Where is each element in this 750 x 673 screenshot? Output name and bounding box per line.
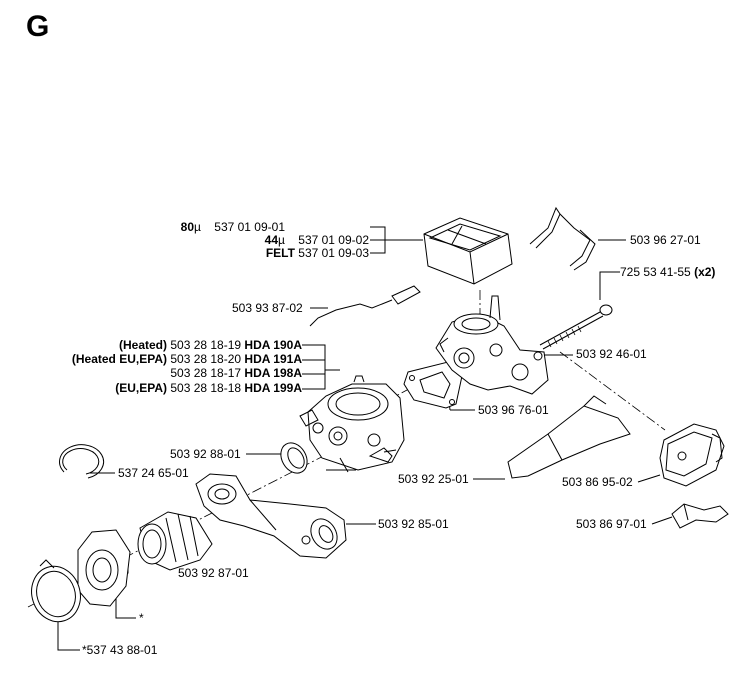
callout-bolt-number: 725 53 41-55 [620, 265, 691, 279]
circlip [59, 444, 105, 479]
section-letter: G [26, 10, 50, 43]
callout-filter-felt-prefix: FELT [265, 246, 295, 260]
callout-carb-heated-eu-variant: (Heated EU,EPA) [71, 352, 167, 366]
callout-asterisk: * [139, 611, 144, 625]
carburetor-adapter [435, 295, 549, 395]
callout-filter-44-number: 537 01 09-02 [298, 233, 369, 247]
intake-manifold [195, 473, 347, 559]
callout-carb-plain: 503 28 18-17 HDA 198A [170, 367, 302, 380]
callout-carb-eu-model: HDA 199A [244, 381, 302, 395]
callout-boot: 503 92 87-01 [178, 566, 249, 580]
intake-boot [137, 511, 213, 571]
callout-carb-heated-number: 503 28 18-19 [170, 338, 242, 352]
spring-clip [671, 503, 729, 529]
boot-flange [77, 529, 131, 607]
callout-spring-clip: 503 86 97-01 [576, 517, 647, 531]
callout-filter-felt: FELT 537 01 09-03 [266, 247, 369, 260]
callout-filter-80-number: 537 01 09-01 [214, 220, 285, 234]
callout-circlip: 537 24 65-01 [118, 466, 189, 480]
callout-filter-44: 44µ 537 01 09-02 [265, 234, 369, 247]
seal-ring [280, 442, 308, 474]
callout-choke-rod: 503 92 25-01 [398, 472, 469, 486]
callout-carb-heated: (Heated) 503 28 18-19 HDA 190A [119, 339, 302, 352]
callout-carb-heated-eu-model: HDA 191A [244, 352, 302, 366]
carburetor [299, 375, 405, 473]
choke-rod [507, 395, 631, 479]
callout-gasket: 503 96 76-01 [478, 403, 549, 417]
air-filter [423, 217, 513, 285]
callout-carb-eu-number: 503 28 18-18 [170, 381, 242, 395]
callout-carb-eu: (EU,EPA) 503 28 18-18 HDA 199A [115, 382, 302, 395]
callout-carb-eu-variant: (EU,EPA) [115, 381, 167, 395]
callout-filter-44-prefix: 44 [264, 233, 278, 247]
callout-carb-heated-eu: (Heated EU,EPA) 503 28 18-20 HDA 191A [72, 353, 302, 366]
callout-filter-felt-number: 537 01 09-03 [298, 246, 369, 260]
callout-filter-44-unit: µ [278, 233, 285, 247]
callout-carb-heated-eu-number: 503 28 18-20 [170, 352, 242, 366]
callout-cover-plate: 503 86 95-02 [562, 475, 633, 489]
cover-plate [659, 423, 725, 487]
callout-spacer: 503 92 46-01 [576, 347, 647, 361]
callout-filter-80: 80µ 537 01 09-01 [181, 221, 285, 234]
wire-clip [529, 206, 596, 271]
callout-carb-plain-number: 503 28 18-17 [170, 366, 242, 380]
callout-filter-80-unit: µ [194, 220, 201, 234]
callout-carb-heated-variant: (Heated) [118, 338, 167, 352]
callout-clip-top: 503 96 27-01 [630, 233, 701, 247]
callout-wire-rod: 503 93 87-02 [232, 301, 303, 315]
callout-hose-clamp: *537 43 88-01 [82, 643, 158, 657]
hose-clamp [31, 559, 81, 623]
callout-intake-manifold: 503 92 85-01 [378, 517, 449, 531]
callout-seal-ring: 503 92 88-01 [170, 447, 241, 461]
callout-carb-plain-model: HDA 198A [244, 366, 302, 380]
callout-bolt-qty: (x2) [694, 265, 716, 279]
long-bolt [539, 304, 613, 350]
wire-rod [309, 285, 421, 327]
callout-carb-heated-model: HDA 190A [244, 338, 302, 352]
callout-filter-80-prefix: 80 [180, 220, 194, 234]
callout-bolt: 725 53 41-55 (x2) [620, 266, 715, 279]
